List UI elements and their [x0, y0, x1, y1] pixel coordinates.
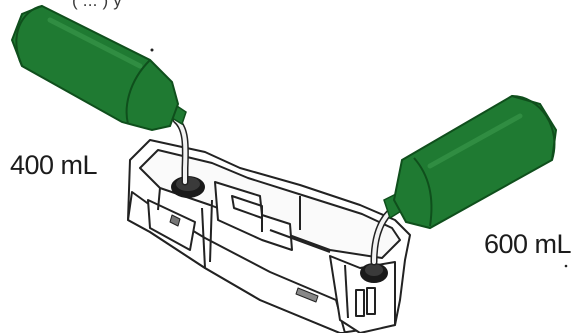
speck-mark-right — [565, 265, 568, 268]
right-port-icon — [360, 263, 388, 283]
speck-mark — [151, 49, 154, 52]
left-volume-label: 400 mL — [10, 150, 97, 181]
reagent-tray-icon — [128, 140, 410, 333]
right-volume-label: 600 mL — [484, 229, 571, 260]
